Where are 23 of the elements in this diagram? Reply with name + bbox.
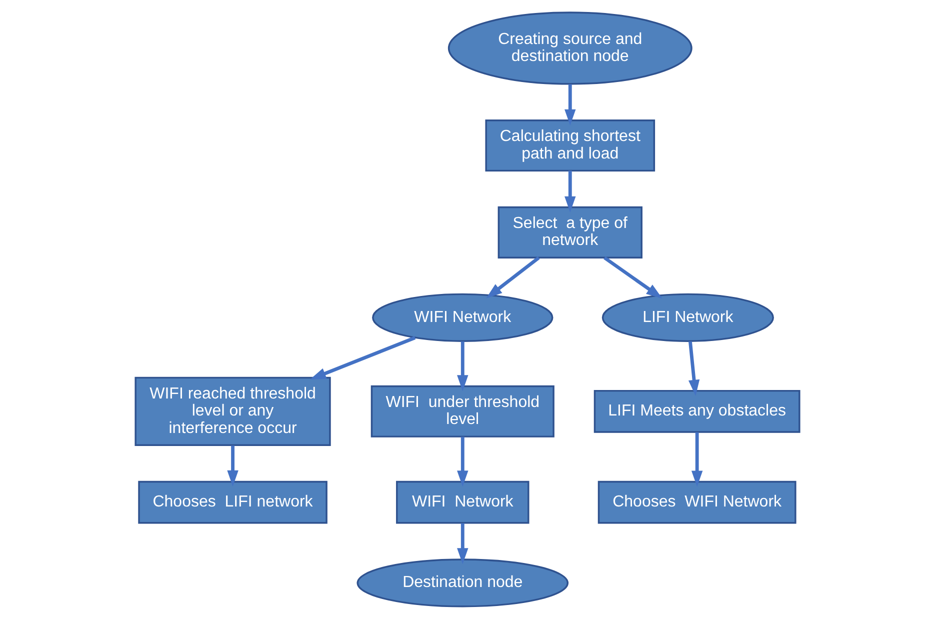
arrow (309, 336, 416, 380)
node-ellipse: LIFI Network (601, 293, 774, 342)
node-ellipse: WIFI Network (372, 293, 553, 342)
arrow (486, 256, 540, 298)
arrow (226, 446, 238, 486)
node-box: Calculating shortest path and load (484, 120, 655, 172)
node-box: WIFI reached threshold level or any interference occur (134, 376, 330, 446)
arrow (603, 256, 662, 298)
node-box: Select a type of network (497, 206, 642, 258)
arrow (690, 432, 702, 487)
node-ellipse: Destination node (356, 558, 568, 608)
arrow (456, 436, 468, 487)
node-box: Chooses WIFI Network (597, 480, 796, 524)
arrow (564, 170, 576, 212)
node-box: WIFI under threshold level (370, 385, 554, 438)
arrow (564, 84, 576, 126)
arrow (456, 341, 468, 392)
node-box: WIFI Network (396, 480, 529, 524)
node-ellipse: Creating source and destination node (447, 12, 692, 85)
node-box: LIFI Meets any obstacles (593, 390, 800, 433)
arrow (456, 523, 468, 564)
node-box: Chooses LIFI network (138, 480, 327, 524)
arrow (688, 341, 700, 396)
